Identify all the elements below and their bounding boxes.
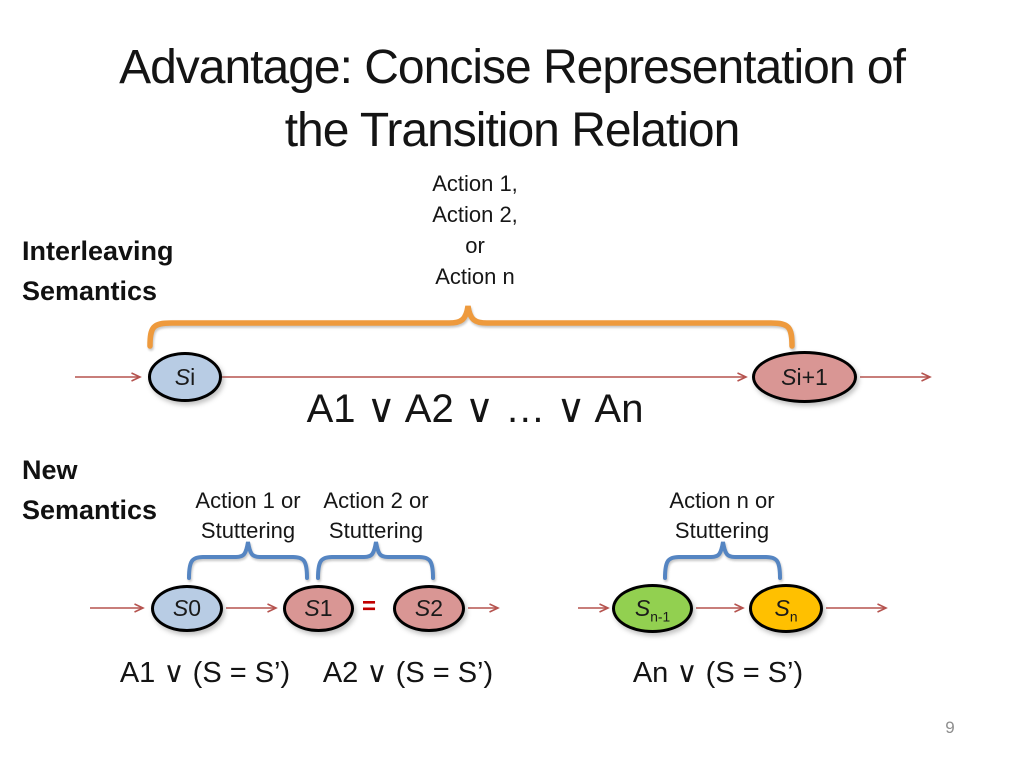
actions-line-1: Action 1, — [432, 171, 518, 196]
group1-label-line-1: Action 1 or — [195, 488, 301, 513]
interleaving-label-line-1: Interleaving — [22, 236, 174, 266]
action-1-or-stuttering-label: Action 1 or Stuttering — [168, 486, 328, 546]
state-node-s2: S2 — [393, 585, 465, 632]
actions-list-label: Action 1, Action 2, or Action n — [390, 168, 560, 292]
orange-brace — [147, 305, 795, 349]
action-2-or-stuttering-label: Action 2 or Stuttering — [296, 486, 456, 546]
blue-brace-action-n — [663, 541, 782, 580]
state-node-si: Si — [148, 352, 222, 402]
equals-sign: = — [362, 593, 377, 620]
group2-label-line-1: Action 2 or — [323, 488, 429, 513]
state-label-si-plus-1: Si+1 — [781, 363, 828, 390]
group3-label-line-1: Action n or — [669, 488, 775, 513]
state-label-s1: S1 — [304, 595, 333, 621]
new-label-line-1: New — [22, 455, 78, 485]
title-line-2: the Transition Relation — [284, 104, 741, 157]
state-label-sn-minus-1: Sn-1 — [634, 595, 671, 625]
blue-brace-action-2 — [316, 541, 435, 580]
interleaving-semantics-label: Interleaving Semantics — [22, 231, 174, 311]
group2-label-line-2: Stuttering — [328, 518, 424, 543]
state-node-s0: S0 — [151, 585, 223, 632]
page-title: Advantage: Concise Representation of the… — [0, 36, 1024, 162]
state-label-s0: S0 — [172, 595, 202, 621]
page-number: 9 — [945, 718, 955, 737]
formula-an: An ∨ (S = S’) — [632, 657, 804, 689]
interleaving-formula: A1 ∨ A2 ∨ … ∨ An — [306, 387, 644, 431]
title-line-1: Advantage: Concise Representation of — [119, 41, 906, 94]
new-label-line-2: Semantics — [22, 495, 158, 525]
state-label-s2: S2 — [414, 595, 444, 621]
formula-a2: A2 ∨ (S = S’) — [322, 657, 494, 689]
action-n-or-stuttering-label: Action n or Stuttering — [642, 486, 802, 546]
new-semantics-label: New Semantics — [22, 450, 157, 530]
state-label-si: Si — [174, 363, 196, 390]
interleaving-label-line-2: Semantics — [22, 276, 158, 306]
formula-a1: A1 ∨ (S = S’) — [119, 657, 291, 689]
state-node-sn-minus-1: Sn-1 — [612, 584, 693, 633]
group1-label-line-2: Stuttering — [200, 518, 296, 543]
state-node-sn: Sn — [749, 584, 823, 633]
blue-brace-action-1 — [187, 541, 309, 580]
actions-line-2: Action 2, — [432, 202, 518, 227]
state-label-sn: Sn — [774, 595, 798, 625]
state-node-si-plus-1: Si+1 — [752, 351, 857, 403]
group3-label-line-2: Stuttering — [674, 518, 770, 543]
actions-line-4: Action n — [435, 264, 515, 289]
actions-line-3: or — [465, 233, 485, 258]
state-node-s1: S1 — [283, 585, 354, 632]
